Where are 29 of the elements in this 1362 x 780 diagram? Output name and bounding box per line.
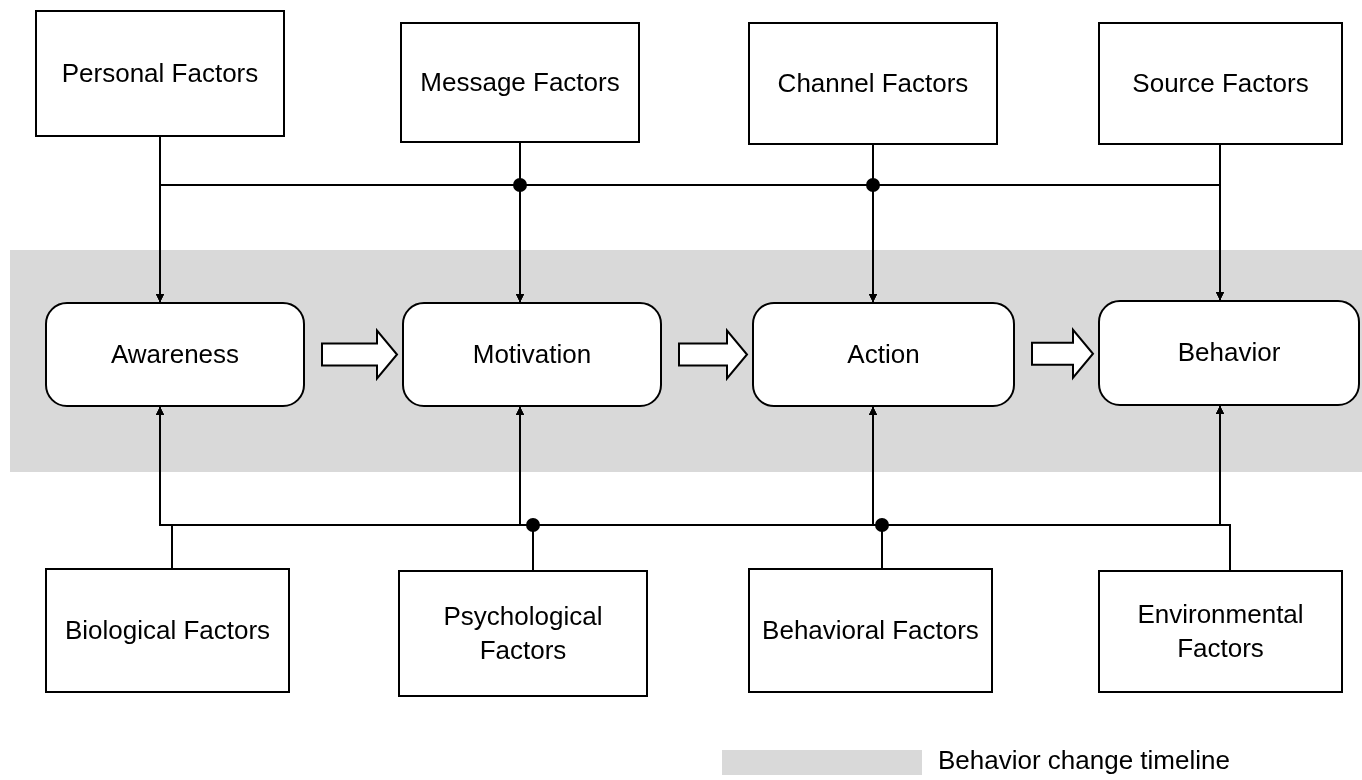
factor-label: Environmental Factors <box>1136 597 1305 665</box>
factor-box <box>1098 570 1343 693</box>
factor-label: Biological Factors <box>64 613 271 647</box>
stage-box <box>402 302 662 407</box>
factor-label: Message Factors <box>420 65 620 99</box>
factor-label: Source Factors <box>1132 66 1309 100</box>
stage-label: Behavior <box>1177 336 1281 370</box>
factor-label: Psychological Factors <box>442 599 604 667</box>
stage-label: Motivation <box>472 337 592 371</box>
block-arrow <box>678 327 749 382</box>
connector-arrow <box>1216 405 1231 571</box>
factor-label: Channel Factors <box>777 66 969 100</box>
factor-box <box>748 22 998 145</box>
block-arrow <box>1031 327 1095 381</box>
stage-box <box>45 302 305 407</box>
factor-box <box>748 568 993 693</box>
block-arrow <box>321 327 399 382</box>
factor-box <box>1098 22 1343 145</box>
factor-box <box>35 10 285 137</box>
factor-box <box>400 22 640 143</box>
factor-label: Personal Factors <box>61 56 259 90</box>
stage-box <box>1098 300 1360 406</box>
factor-label: Behavioral Factors <box>762 613 979 647</box>
factor-box <box>45 568 290 693</box>
factor-box <box>398 570 648 697</box>
stage-box <box>752 302 1015 407</box>
stage-label: Awareness <box>110 337 240 371</box>
legend-label: Behavior change timeline <box>938 745 1230 776</box>
stage-label: Action <box>847 337 920 371</box>
